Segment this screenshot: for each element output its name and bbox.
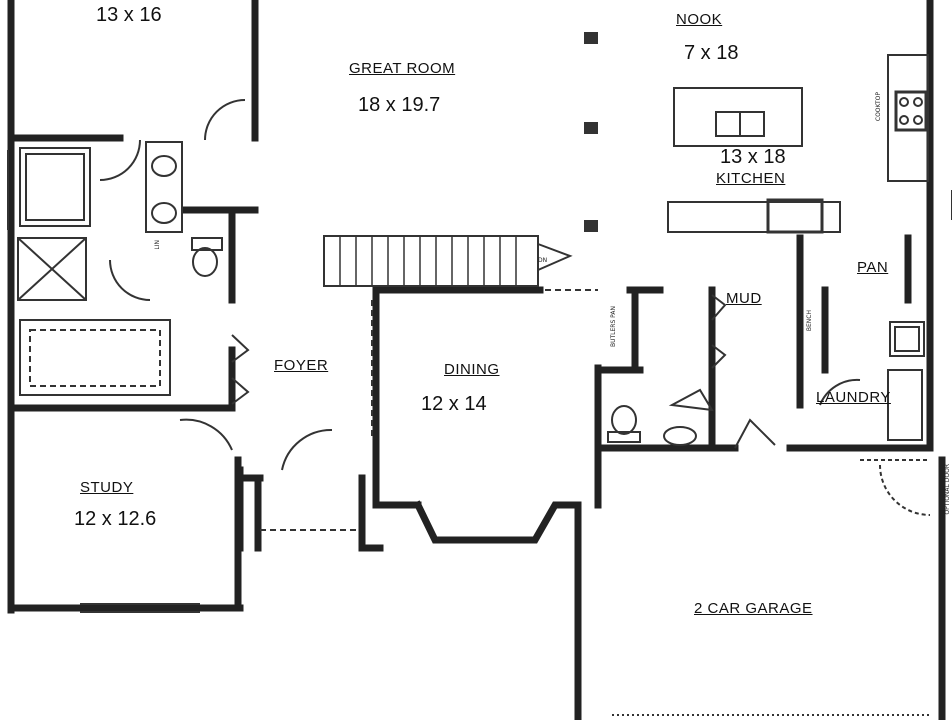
nook-label: NOOK <box>676 11 723 28</box>
foyer-label: FOYER <box>274 357 329 374</box>
great-room-label: GREAT ROOM <box>349 60 456 77</box>
cooktop-label: COOKTOP <box>875 92 882 122</box>
study-dimensions: 12 x 12.6 <box>74 508 157 530</box>
kitchen-label: KITCHEN <box>716 170 786 187</box>
study-label: STUDY <box>80 479 134 496</box>
nook-dimensions: 7 x 18 <box>684 42 739 64</box>
mud-label: MUD <box>726 290 762 307</box>
bench-label: BENCH <box>806 310 813 332</box>
dining-dimensions: 12 x 14 <box>421 393 487 415</box>
laundry-label: LAUNDRY <box>816 389 891 406</box>
stairs-down-label: DN <box>538 257 548 264</box>
bedroom-dimensions: 13 x 16 <box>96 4 162 26</box>
kitchen-dimensions: 13 x 18 <box>720 146 786 168</box>
garage-label: 2 CAR GARAGE <box>694 600 813 617</box>
linen-label: LIN <box>154 240 161 250</box>
great-room-dimensions: 18 x 19.7 <box>358 94 441 116</box>
pantry-label: PAN <box>857 259 889 276</box>
butlers-pantry-label: BUTLERS PAN <box>610 306 617 348</box>
dining-label: DINING <box>444 361 500 378</box>
optional-door-label: OPTIONAL DOOR <box>944 464 951 515</box>
